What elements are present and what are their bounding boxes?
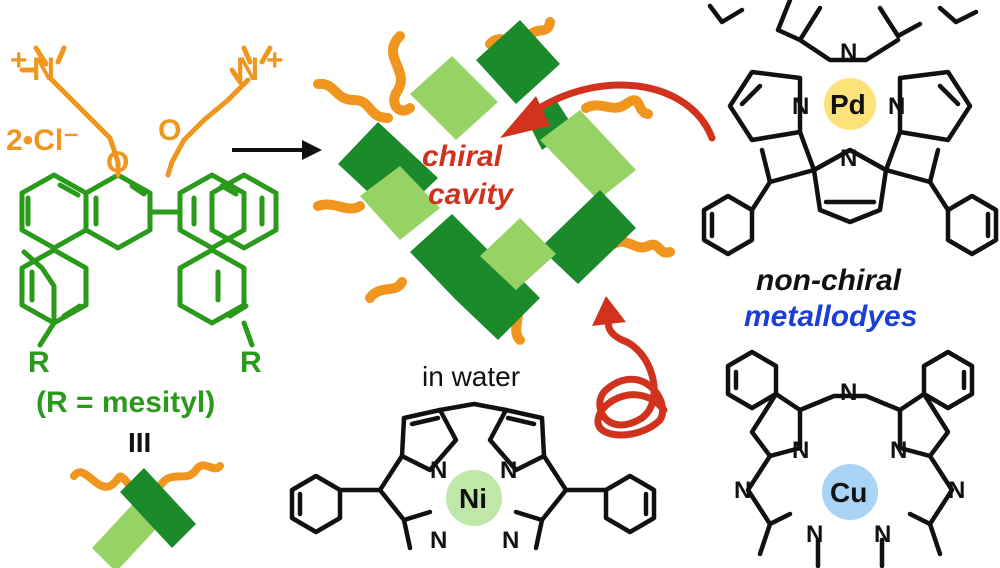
cu-n-outer-right: N xyxy=(948,477,965,504)
assembly-arrow xyxy=(232,140,322,160)
r-group-left: R xyxy=(28,346,50,379)
cu-n-top: N xyxy=(840,379,857,406)
pd-n-right: N xyxy=(888,93,905,120)
pd-n-left: N xyxy=(792,93,809,120)
ni-n-bottom-left: N xyxy=(430,527,447,554)
cu-n-bottom-right: N xyxy=(874,521,891,548)
encapsulation-arrow-pd xyxy=(500,81,716,142)
cage-frame xyxy=(338,20,636,340)
metal-pd-label: Pd xyxy=(830,89,866,120)
metal-cu-label: Cu xyxy=(830,477,867,508)
pd-center xyxy=(824,78,876,130)
counterion-label: 2•Cl⁻ xyxy=(6,124,79,157)
equivalence-mark: III xyxy=(128,427,151,458)
oxygen-left: O xyxy=(106,146,129,179)
cu-n-left: N xyxy=(792,437,809,464)
cavity-label-line2: cavity xyxy=(428,178,514,211)
cu-n-right: N xyxy=(890,437,907,464)
ni-n-bottom-right: N xyxy=(502,527,519,554)
cage-assembly xyxy=(313,17,675,345)
cu-center xyxy=(822,464,878,520)
dyes-heading-line2: metallodyes xyxy=(744,300,917,333)
cage-side-chains xyxy=(313,17,675,345)
oxygen-right: O xyxy=(158,114,181,147)
cavity-label-line1: chiral xyxy=(422,140,503,173)
ni-n-top-left: N xyxy=(430,457,447,484)
ammonium-n-right: N xyxy=(236,51,259,87)
ammonium-arms xyxy=(19,45,273,165)
dyes-heading-line1: non-chiral xyxy=(756,264,902,297)
ether-links xyxy=(115,159,175,178)
encapsulation-arrow-spiral xyxy=(592,296,668,439)
binaphthyl-core xyxy=(19,172,279,348)
ammonium-n-left: N xyxy=(32,51,55,87)
cu-complex xyxy=(725,349,975,568)
cu-n-outer-left: N xyxy=(734,477,751,504)
ni-complex xyxy=(289,401,657,551)
pd-porphyrin xyxy=(701,0,999,257)
pd-n-bottom: N xyxy=(840,145,857,172)
metal-ni-label: Ni xyxy=(459,483,487,514)
r-definition: (R = mesityl) xyxy=(36,386,215,419)
ligand-block-icon xyxy=(70,461,224,568)
ligand-structure xyxy=(19,45,279,348)
ni-center xyxy=(446,470,502,526)
pd-n-top: N xyxy=(840,39,857,66)
cu-n-bottom-left: N xyxy=(806,521,823,548)
ni-n-top-right: N xyxy=(500,457,517,484)
charge-right: + xyxy=(266,44,284,77)
solvent-label: in water xyxy=(422,361,520,392)
charge-left: + xyxy=(10,44,28,77)
r-group-right: R xyxy=(240,346,262,379)
